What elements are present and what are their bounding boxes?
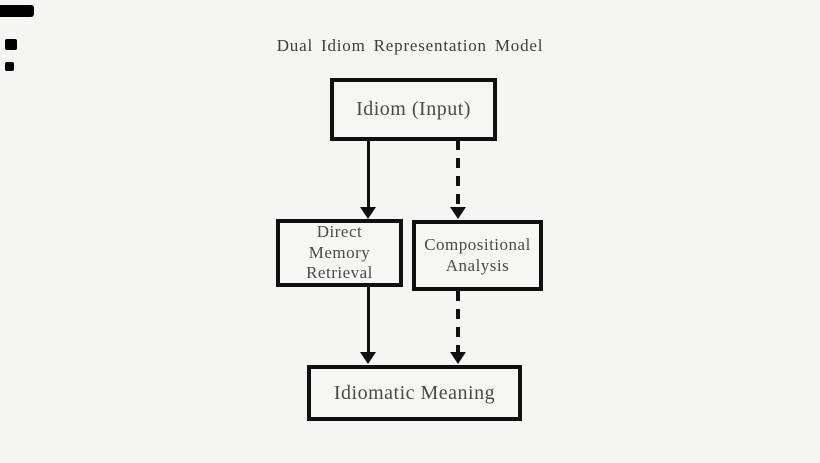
node-idiomatic-meaning: Idiomatic Meaning xyxy=(307,365,522,421)
node-compositional-analysis: Compositional Analysis xyxy=(412,220,543,291)
arrow-head-icon xyxy=(450,207,466,219)
node-compositional-analysis-label: Compositional Analysis xyxy=(424,234,531,275)
arrow-shaft xyxy=(456,291,460,354)
artifact-mark xyxy=(5,39,17,50)
node-idiomatic-meaning-label: Idiomatic Meaning xyxy=(333,381,496,404)
arrow-shaft xyxy=(456,140,460,209)
edge-compositional-analysis-to-idiomatic-meaning xyxy=(450,291,466,364)
artifact-mark xyxy=(5,62,14,71)
node-idiom-input-label: Idiom (Input) xyxy=(356,98,471,121)
arrow-head-icon xyxy=(360,207,376,219)
node-direct-memory-retrieval-label: Direct Memory Retrieval xyxy=(306,221,373,283)
node-idiom-input: Idiom (Input) xyxy=(330,78,497,141)
edge-input-to-compositional-analysis xyxy=(450,140,466,219)
arrow-shaft xyxy=(366,140,370,209)
arrow-head-icon xyxy=(360,352,376,364)
node-direct-memory-retrieval: Direct Memory Retrieval xyxy=(276,219,403,287)
arrow-shaft xyxy=(366,287,370,354)
diagram-title: Dual Idiom Representation Model xyxy=(276,36,544,55)
edge-direct-memory-retrieval-to-idiomatic-meaning xyxy=(360,287,376,364)
arrow-head-icon xyxy=(450,352,466,364)
edge-input-to-direct-memory-retrieval xyxy=(360,140,376,219)
artifact-mark xyxy=(0,5,34,17)
